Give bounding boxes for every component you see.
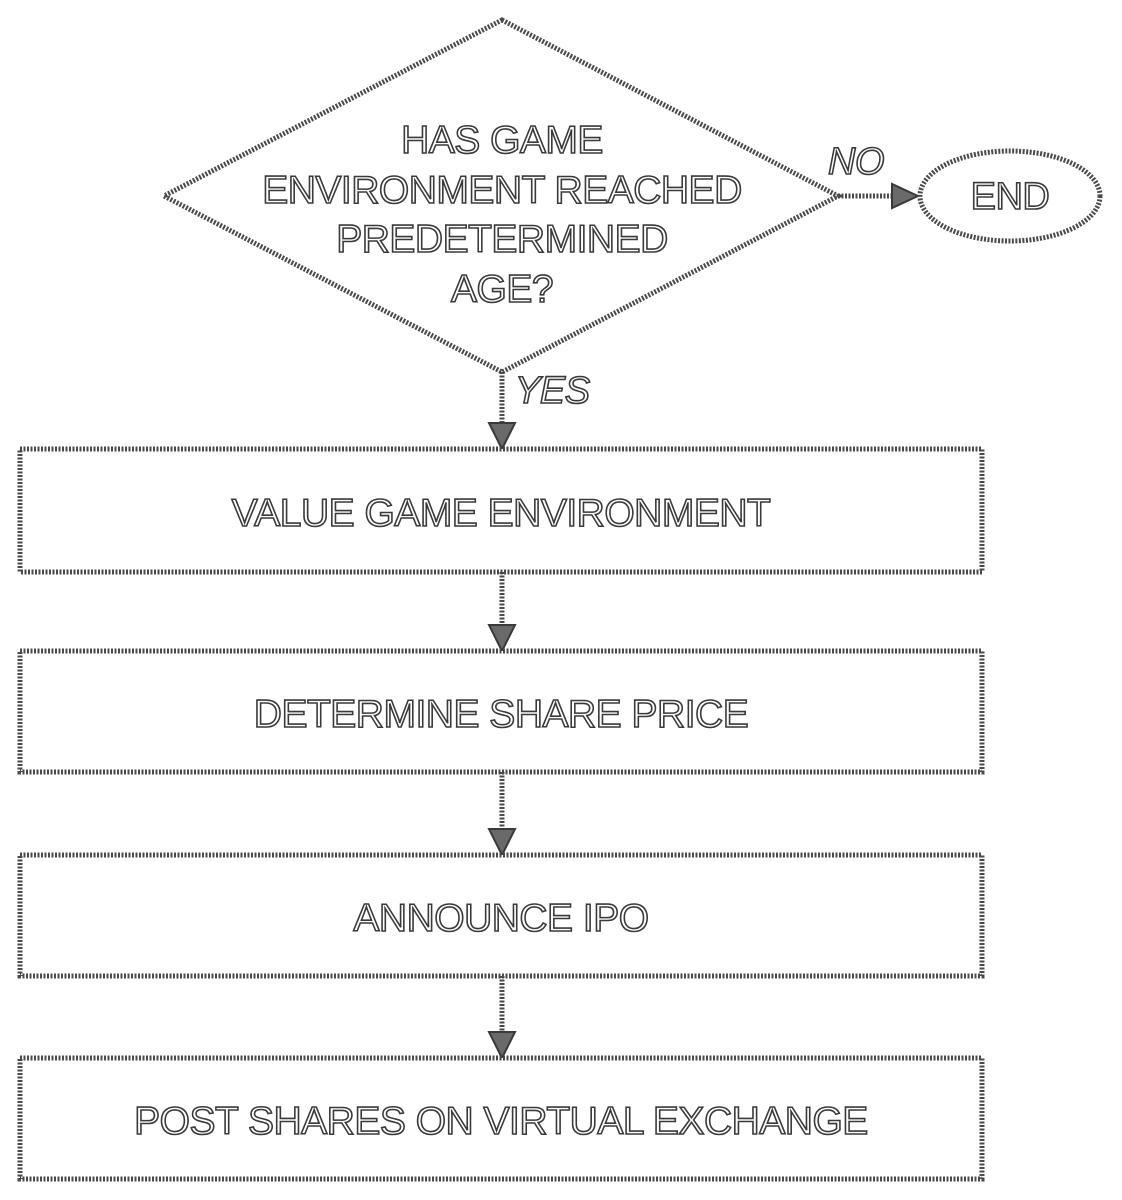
connector-3-4-arrowhead (489, 1032, 515, 1058)
yes-edge-label: YES (515, 370, 590, 412)
decision-line-2: ENVIRONMENT REACHED (262, 169, 742, 212)
end-terminal-label: END (971, 176, 1050, 218)
no-edge-arrowhead (892, 184, 918, 208)
connector-2-3-arrowhead (489, 829, 515, 855)
step-label-1: VALUE GAME ENVIRONMENT (232, 492, 771, 535)
connector-1-2-arrowhead (489, 625, 515, 651)
step-label-4: POST SHARES ON VIRTUAL EXCHANGE (134, 1100, 868, 1143)
yes-edge-arrowhead (489, 423, 515, 449)
no-edge-label: NO (828, 141, 884, 183)
decision-line-3: PREDETERMINED (336, 218, 668, 261)
decision-line-4: AGE? (451, 268, 553, 311)
step-label-3: ANNOUNCE IPO (353, 897, 648, 940)
decision-line-1: HAS GAME (401, 119, 603, 162)
step-label-2: DETERMINE SHARE PRICE (254, 693, 748, 736)
